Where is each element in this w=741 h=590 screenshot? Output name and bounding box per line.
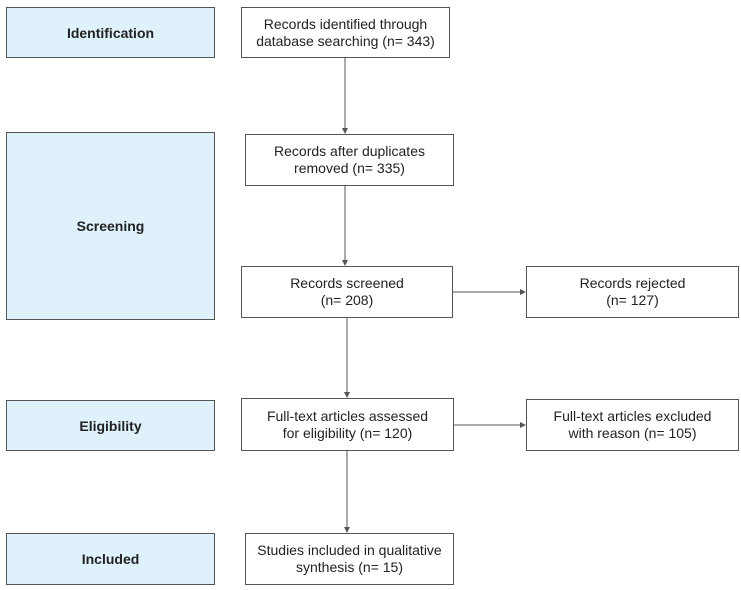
stage-eligibility-label: Eligibility [79,417,142,434]
box-records-after-duplicates: Records after duplicates removed (n= 335… [245,134,454,186]
box-fulltext-excluded: Full-text articles excluded with reason … [526,399,739,451]
stage-included: Included [6,533,215,585]
box-records-screened-text: Records screened (n= 208) [290,275,404,308]
box-fulltext-assessed-text: Full-text articles assessed for eligibil… [266,407,429,441]
box-records-identified: Records identified through database sear… [241,7,450,58]
box-records-after-duplicates-text: Records after duplicates removed (n= 335… [274,143,425,176]
box-records-screened: Records screened (n= 208) [241,266,453,318]
box-studies-included: Studies included in qualitative synthesi… [245,533,454,585]
stage-identification: Identification [6,7,215,58]
box-fulltext-excluded-text: Full-text articles excluded with reason … [553,408,712,441]
stage-screening-label: Screening [76,218,145,234]
stage-screening: Screening [6,132,215,320]
box-studies-included-text: Studies included in qualitative synthesi… [257,542,442,575]
box-fulltext-assessed: Full-text articles assessed for eligibil… [241,398,454,451]
stage-eligibility: Eligibility [6,400,215,451]
box-records-rejected-text: Records rejected (n= 127) [579,275,686,308]
stage-included-label: Included [81,551,140,567]
stage-identification-label: Identification [66,24,155,41]
box-records-identified-text: Records identified through database sear… [256,15,435,49]
box-records-rejected: Records rejected (n= 127) [526,266,739,318]
